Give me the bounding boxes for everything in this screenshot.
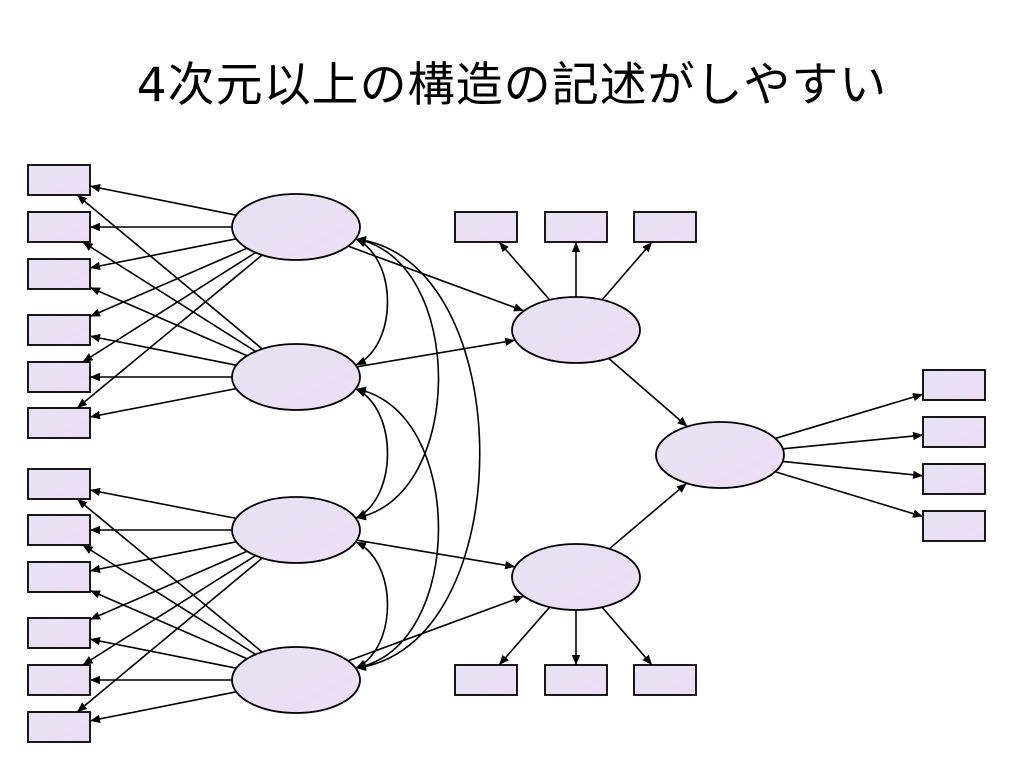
loading-arrow-L2-1 xyxy=(76,194,263,350)
path-arrow-M1-F xyxy=(608,357,688,428)
observed-variable-right-2 xyxy=(922,416,986,448)
observed-variable-left-9 xyxy=(27,561,91,593)
latent-variable-1 xyxy=(231,193,361,261)
observed-variable-left-1 xyxy=(27,164,91,196)
loading-arrow-L3-11 xyxy=(82,554,257,666)
observed-variable-top-2 xyxy=(544,211,608,243)
observed-variable-left-2 xyxy=(27,211,91,243)
latent-variable-4 xyxy=(231,646,361,714)
covariance-arc-L2-L3 xyxy=(355,388,389,519)
loading-arrow-L3-7 xyxy=(89,487,237,520)
loading-arrow-L1-6 xyxy=(76,254,263,409)
loading-arrow-L3-9 xyxy=(89,541,237,574)
observed-variable-bottom-3 xyxy=(633,664,697,696)
slide-title: 4次元以上の構造の記述がしやすい xyxy=(136,58,888,113)
observed-variable-top-3 xyxy=(633,211,697,243)
path-arrow-L4-M2 xyxy=(347,595,525,662)
observed-variable-bottom-2 xyxy=(544,664,608,696)
indicator-arrow-F-4 xyxy=(774,470,924,518)
observed-variable-left-7 xyxy=(27,468,91,500)
observed-variable-left-3 xyxy=(27,258,91,290)
loading-arrow-L1-3 xyxy=(89,238,237,271)
observed-variable-left-8 xyxy=(27,514,91,546)
loading-arrow-L2-3 xyxy=(89,286,248,357)
loading-arrow-L2-2 xyxy=(82,241,257,353)
observed-variable-left-11 xyxy=(27,664,91,696)
covariance-arc-L3-L4 xyxy=(355,541,389,669)
observed-variable-left-6 xyxy=(27,407,91,439)
loading-arrow-L1-1 xyxy=(89,183,237,216)
path-arrow-L1-M1 xyxy=(347,245,525,312)
loading-arrow-L4-9 xyxy=(89,589,248,660)
observed-variable-right-1 xyxy=(922,369,986,401)
observed-variable-left-5 xyxy=(27,361,91,393)
latent-variable-outcome xyxy=(655,421,785,489)
covariance-arc-L1-L2 xyxy=(355,238,389,366)
loading-arrow-L4-7 xyxy=(76,498,263,653)
observed-variable-left-4 xyxy=(27,314,91,346)
loading-arrow-L2-4 xyxy=(89,333,237,366)
path-arrow-L2-M1 xyxy=(356,337,516,368)
observed-variable-top-1 xyxy=(454,211,518,243)
indicator-arrow-F-1 xyxy=(775,393,924,440)
loading-arrow-L3-10 xyxy=(89,550,248,621)
indicator-arrow-M1-1 xyxy=(498,241,551,301)
indicator-arrow-M2-1 xyxy=(498,606,551,666)
indicator-arrow-M1-3 xyxy=(601,241,653,301)
loading-arrow-L3-12 xyxy=(76,557,263,713)
latent-variable-3 xyxy=(231,496,361,564)
indicator-arrow-F-3 xyxy=(782,460,924,479)
loading-arrow-L1-5 xyxy=(82,251,257,363)
covariance-arc-L1-L4 xyxy=(355,236,481,671)
observed-variable-right-4 xyxy=(922,510,986,542)
path-arrow-L3-M2 xyxy=(356,539,516,570)
latent-variable-mediator-2 xyxy=(511,543,641,611)
indicator-arrow-F-2 xyxy=(782,431,924,450)
indicator-arrow-M2-3 xyxy=(601,606,653,666)
observed-variable-bottom-1 xyxy=(454,664,518,696)
observed-variable-left-10 xyxy=(27,617,91,649)
loading-arrow-L4-12 xyxy=(89,691,237,724)
latent-variable-2 xyxy=(231,343,361,411)
loading-arrow-L4-10 xyxy=(89,636,237,669)
loading-arrow-L4-8 xyxy=(82,544,257,656)
covariance-arc-L2-L4 xyxy=(355,386,440,671)
path-arrow-M2-F xyxy=(608,482,688,550)
covariance-arc-L1-L3 xyxy=(355,236,440,521)
loading-arrow-L2-6 xyxy=(89,387,237,420)
observed-variable-left-12 xyxy=(27,711,91,743)
loading-arrow-L1-4 xyxy=(89,247,248,318)
observed-variable-right-3 xyxy=(922,463,986,495)
latent-variable-mediator-1 xyxy=(511,296,641,364)
